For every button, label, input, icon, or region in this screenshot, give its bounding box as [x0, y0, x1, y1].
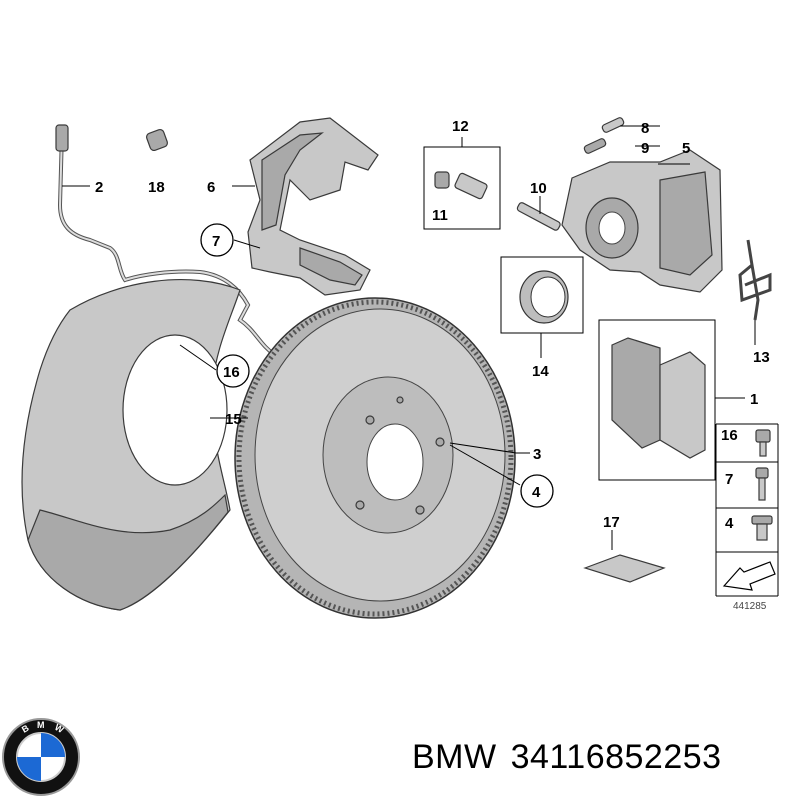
brand-name: BMW — [412, 738, 497, 776]
callout-18: 18 — [148, 179, 165, 196]
callout-13: 13 — [753, 349, 770, 366]
callout-14: 14 — [532, 363, 549, 380]
callout-4: 4 — [532, 484, 541, 501]
bmw-logo: B M W — [2, 718, 80, 796]
callout-11: 11 — [432, 207, 448, 224]
svg-text:M: M — [37, 720, 45, 730]
brake-pads — [611, 337, 706, 459]
callout-1: 1 — [750, 391, 758, 408]
callout-12: 12 — [452, 118, 469, 135]
legend-label-7: 7 — [725, 471, 733, 488]
svg-text:B: B — [20, 723, 31, 735]
sealing-ring — [519, 270, 569, 324]
guide-bolts — [434, 171, 488, 200]
diagram-number: 441285 — [733, 601, 767, 612]
callout-15: 15 — [225, 411, 242, 428]
callout-2: 2 — [95, 179, 103, 196]
callout-5: 5 — [682, 140, 690, 157]
caliper-carrier — [247, 117, 379, 296]
grease-packet — [583, 554, 666, 583]
callout-7: 7 — [212, 233, 220, 250]
guide-pin — [516, 202, 561, 231]
callout-17: 17 — [603, 514, 620, 531]
dust-shield — [21, 278, 241, 611]
callout-10: 10 — [530, 180, 547, 197]
sensor-cap — [145, 128, 169, 152]
kit-box-1 — [598, 319, 716, 481]
part-number: 34116852253 — [510, 738, 722, 776]
callout-4-circle — [520, 474, 554, 508]
brake-caliper — [561, 149, 723, 293]
brake-disc — [234, 297, 516, 619]
callout-16: 16 — [223, 364, 240, 381]
callout-9: 9 — [641, 140, 649, 157]
callout-6: 6 — [207, 179, 215, 196]
callout-8: 8 — [641, 120, 649, 137]
bolt-legend — [715, 423, 779, 597]
callout-7-circle — [200, 223, 234, 257]
legend-label-4: 4 — [725, 515, 734, 532]
bleeder-valve — [583, 117, 625, 154]
kit-box-14 — [500, 256, 584, 334]
legend-label-16: 16 — [721, 427, 738, 444]
retaining-spring — [738, 239, 772, 321]
leader-lines — [62, 125, 756, 550]
callout-3: 3 — [533, 446, 541, 463]
part-caption: BMW 34116852253 — [412, 738, 736, 777]
callout-16-circle — [216, 354, 250, 388]
